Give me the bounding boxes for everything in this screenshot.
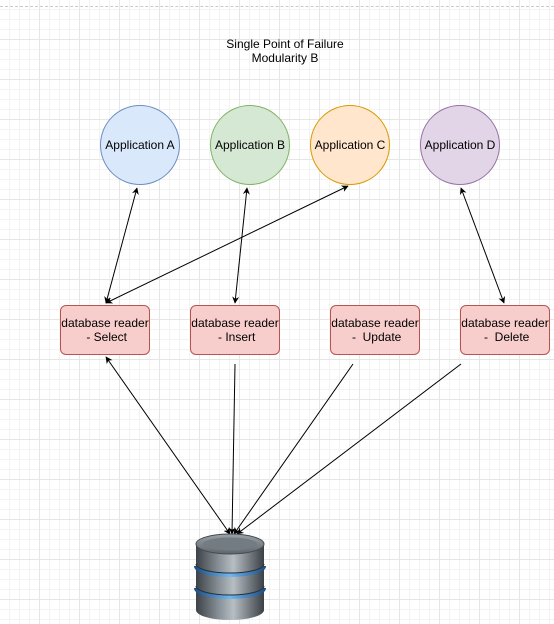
edge-insert-db — [228, 363, 236, 535]
reader-update-node: database reader - Update — [330, 305, 420, 355]
application-c-label: Application C — [314, 138, 386, 152]
application-d-label: Application D — [424, 138, 496, 152]
edge-app-c-select — [105, 185, 349, 304]
application-b-label: Application B — [214, 138, 286, 152]
reader-update-label: database reader - Update — [331, 316, 419, 344]
diagram-title: Single Point of Failure Modularity B — [185, 37, 385, 65]
edge-app-d-delete — [459, 187, 506, 304]
reader-insert-node: database reader - Insert — [190, 305, 280, 355]
edge-delete-db — [236, 363, 462, 535]
reader-select-label: database reader - Select — [61, 316, 149, 344]
reader-insert-label: database reader - Insert — [191, 316, 279, 344]
title-line-2: Modularity B — [251, 51, 319, 65]
edge-app-b-insert — [232, 187, 250, 304]
reader-select-node: database reader - Select — [60, 305, 150, 355]
database-icon — [194, 533, 266, 620]
edge-update-db — [233, 363, 354, 535]
edge-select-db — [105, 356, 231, 535]
application-c-node: Application C — [310, 105, 390, 185]
reader-delete-label: database reader - Delete — [461, 316, 549, 344]
application-a-label: Application A — [105, 138, 175, 152]
application-a-node: Application A — [100, 105, 180, 185]
title-line-1: Single Point of Failure — [226, 37, 344, 51]
reader-delete-node: database reader - Delete — [460, 305, 550, 355]
edge-app-a-select — [104, 187, 139, 304]
application-b-node: Application B — [210, 105, 290, 185]
application-d-node: Application D — [420, 105, 500, 185]
top-divider — [0, 6, 554, 7]
